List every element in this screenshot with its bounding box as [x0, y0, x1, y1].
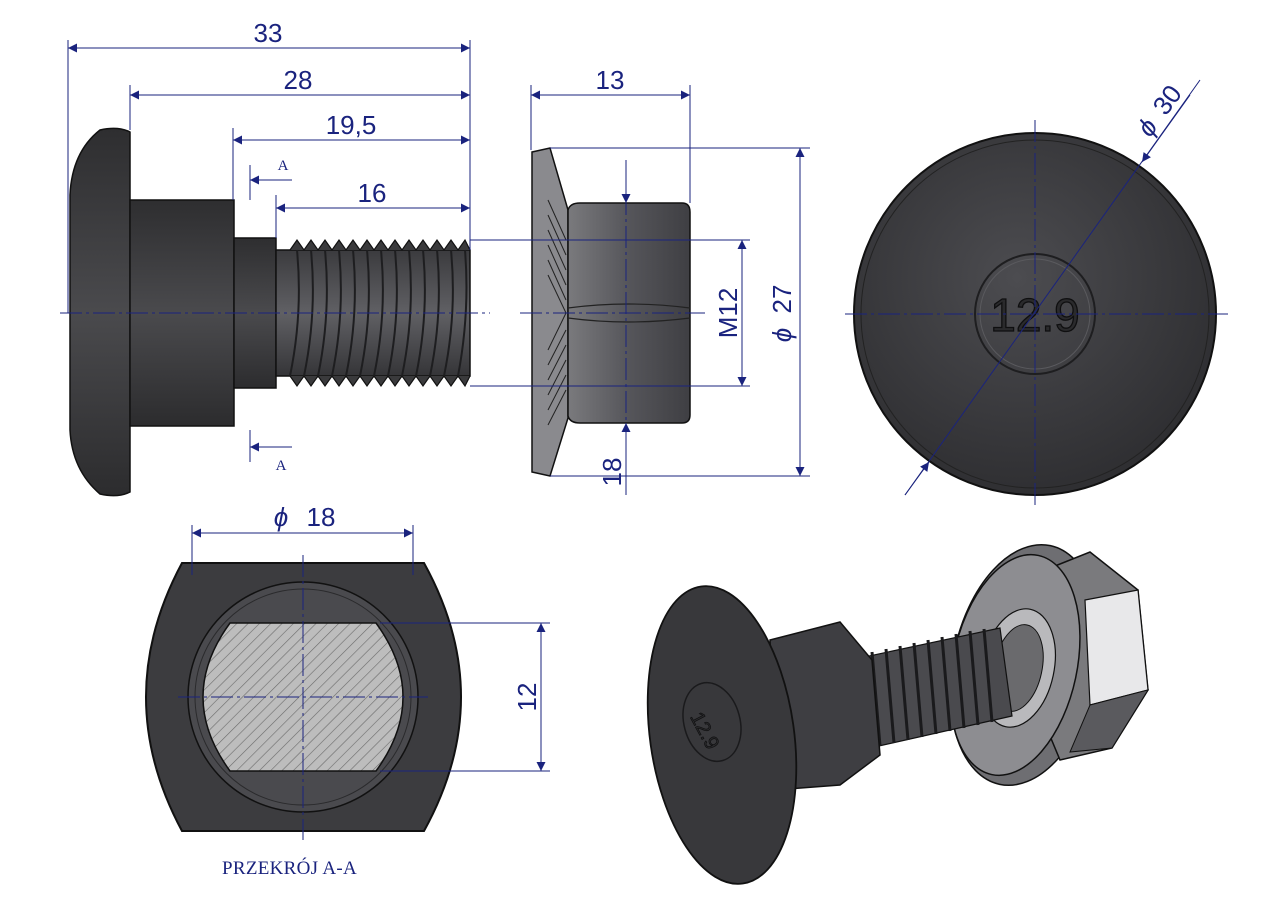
bolt-head-side — [69, 127, 131, 497]
isometric-view: 12.9 — [646, 543, 1150, 885]
dim-section-diameter: 18 — [307, 502, 336, 532]
thread-teeth-bottom — [289, 374, 471, 388]
section-mark-top: A — [278, 158, 289, 174]
dim-total-length: 33 — [254, 18, 283, 48]
dim-thread-length: 16 — [358, 178, 387, 208]
flange-serrations — [547, 199, 567, 426]
dim-section-diameter-symbol: ϕ — [274, 502, 288, 532]
dimension-texts: 33 28 19,5 16 13 M12 ϕ 27 18 ϕ 30 ϕ 18 1… — [254, 18, 1188, 711]
nut-side-view — [531, 147, 691, 477]
dim-flange-diameter-symbol: ϕ — [767, 328, 797, 342]
section-caption: PRZEKRÓJ A-A — [222, 858, 358, 879]
dim-nut-height: 13 — [596, 65, 625, 95]
nut-flange — [531, 147, 569, 477]
dim-neck-to-end: 19,5 — [326, 110, 377, 140]
dim-thread-size: M12 — [713, 288, 743, 339]
dim-head-diameter: 30 — [1146, 79, 1187, 120]
thread-teeth-top — [289, 238, 471, 252]
section-mark-bottom: A — [276, 458, 287, 474]
bolt-side-view — [69, 127, 471, 497]
dim-flange-diameter: 27 — [767, 285, 797, 314]
iso-head — [646, 585, 798, 885]
dim-under-head: 28 — [284, 65, 313, 95]
dim-section-flat: 12 — [512, 683, 542, 712]
dim-nut-width: 18 — [597, 458, 627, 487]
dimension-lines — [67, 40, 1201, 772]
